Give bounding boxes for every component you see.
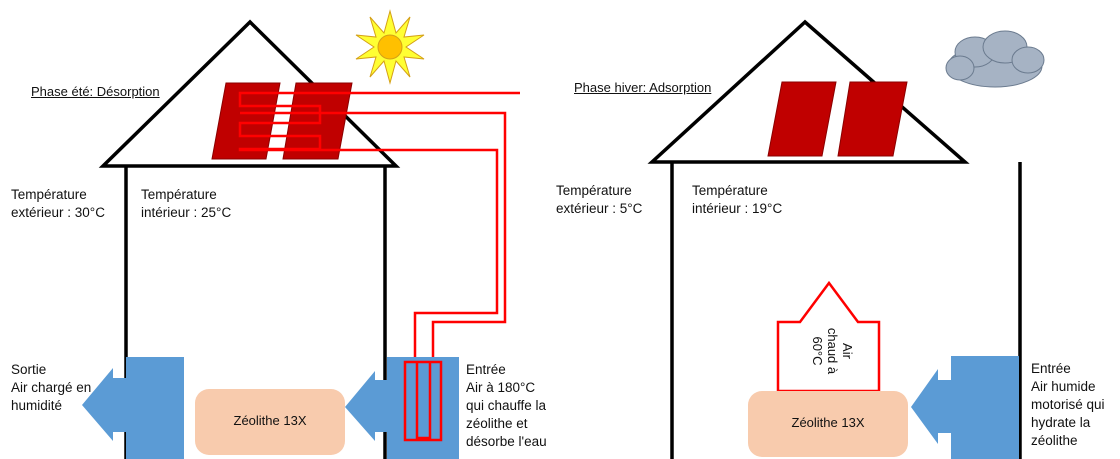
heating-pipe-inlet-loop <box>403 360 443 442</box>
sun-icon <box>355 9 425 85</box>
winter-phase-label: Phase hiver: Adsorption <box>574 80 712 95</box>
summer-temp-int: Température intérieur : 25°C <box>141 187 232 220</box>
summer-outlet-label: Sortie Air chargé en humidité <box>11 362 92 413</box>
summer-zeolite-label: Zéolithe 13X <box>233 413 307 428</box>
winter-inlet-blower <box>911 356 1019 459</box>
winter-zeolite-label: Zéolithe 13X <box>791 415 865 430</box>
winter-panel-right <box>837 81 908 157</box>
summer-panel-left <box>211 82 281 160</box>
winter-zeolite-block <box>748 391 908 457</box>
winter-solar-panels <box>767 81 908 157</box>
summer-inlet-label: Entrée Air à 180°C qui chauffe la zéolit… <box>466 362 547 449</box>
summer-phase-label: Phase été: Désorption <box>31 84 160 99</box>
summer-solar-panels <box>211 82 353 160</box>
summer-temp-ext: Température extérieur : 30°C <box>11 187 105 220</box>
summer-inlet-blower <box>345 357 459 459</box>
summer-outlet-arrow <box>82 368 126 441</box>
winter-temp-int: Température intérieur : 19°C <box>692 183 783 216</box>
winter-panel-left <box>767 81 837 157</box>
winter-temp-ext: Température extérieur : 5°C <box>556 183 643 216</box>
cloud-icon <box>945 30 1045 88</box>
winter-inlet-arrow <box>911 369 951 444</box>
winter-hot-air-label: Air chaud à 60°C <box>810 327 855 375</box>
winter-inlet-label: Entrée Air humide motorisé qui hydrate l… <box>1031 361 1105 448</box>
summer-panel-right <box>282 82 353 160</box>
summer-zeolite-block <box>195 389 345 455</box>
summer-inlet-arrow <box>345 371 387 441</box>
winter-hot-air-arrow <box>776 280 881 393</box>
summer-outlet-blower <box>82 357 184 459</box>
